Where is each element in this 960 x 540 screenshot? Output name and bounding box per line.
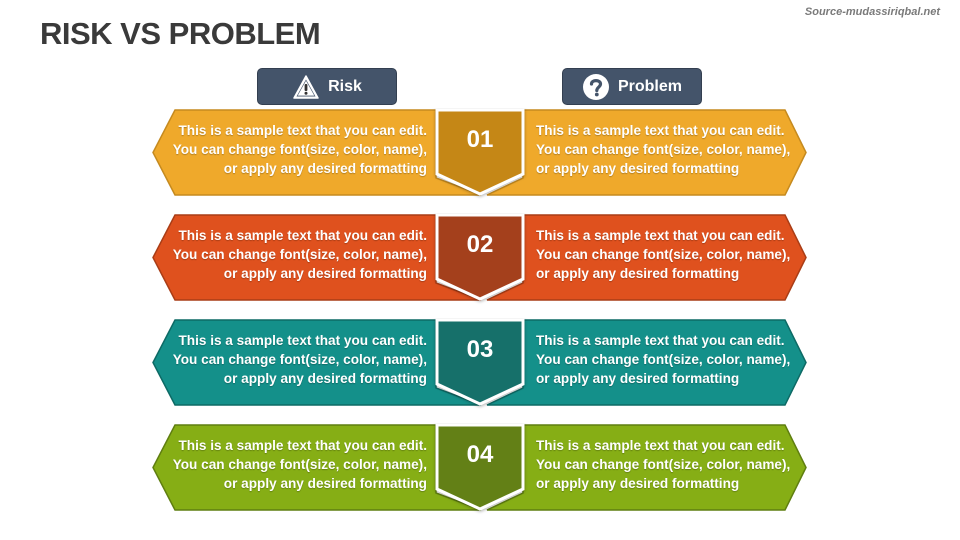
problem-text: This is a sample text that you can edit.… bbox=[536, 228, 791, 281]
problem-text: This is a sample text that you can edit.… bbox=[536, 333, 791, 386]
page-title: RISK VS PROBLEM bbox=[40, 16, 321, 51]
problem-band bbox=[486, 214, 807, 301]
number-chevron bbox=[435, 213, 525, 301]
row-2-shapes bbox=[152, 213, 807, 301]
number-chevron bbox=[435, 318, 525, 406]
risk-text: This is a sample text that you can edit.… bbox=[172, 123, 427, 176]
problem-band bbox=[486, 109, 807, 196]
problem-header-label: Problem bbox=[617, 77, 682, 95]
row-number: 04 bbox=[466, 441, 494, 468]
risk-text: This is a sample text that you can edit.… bbox=[172, 333, 427, 386]
question-circle-icon bbox=[582, 73, 610, 101]
problem-header: Problem bbox=[562, 68, 702, 105]
row-3-shapes bbox=[152, 318, 807, 406]
row-number: 01 bbox=[466, 126, 494, 153]
problem-band bbox=[486, 319, 807, 406]
number-chevron bbox=[435, 423, 525, 511]
source-credit: Source-mudassiriqbal.net bbox=[804, 6, 940, 18]
row-number: 03 bbox=[466, 336, 494, 363]
comparison-row-1: 01 This is a sample text that you can ed… bbox=[0, 108, 960, 203]
risk-text: This is a sample text that you can edit.… bbox=[172, 228, 427, 281]
comparison-row-3: 03 This is a sample text that you can ed… bbox=[0, 318, 960, 413]
warning-triangle-icon bbox=[292, 73, 320, 101]
risk-text: This is a sample text that you can edit.… bbox=[172, 438, 427, 491]
problem-text: This is a sample text that you can edit.… bbox=[536, 438, 791, 491]
row-4-shapes bbox=[152, 423, 807, 511]
risk-header: Risk bbox=[257, 68, 397, 105]
row-number: 02 bbox=[466, 231, 494, 258]
row-1-shapes bbox=[152, 108, 807, 196]
comparison-row-2: 02 This is a sample text that you can ed… bbox=[0, 213, 960, 308]
risk-header-label: Risk bbox=[328, 77, 362, 95]
comparison-row-4: 04 This is a sample text that you can ed… bbox=[0, 423, 960, 518]
problem-text: This is a sample text that you can edit.… bbox=[536, 123, 791, 176]
problem-band bbox=[486, 424, 807, 511]
number-chevron bbox=[435, 108, 525, 196]
